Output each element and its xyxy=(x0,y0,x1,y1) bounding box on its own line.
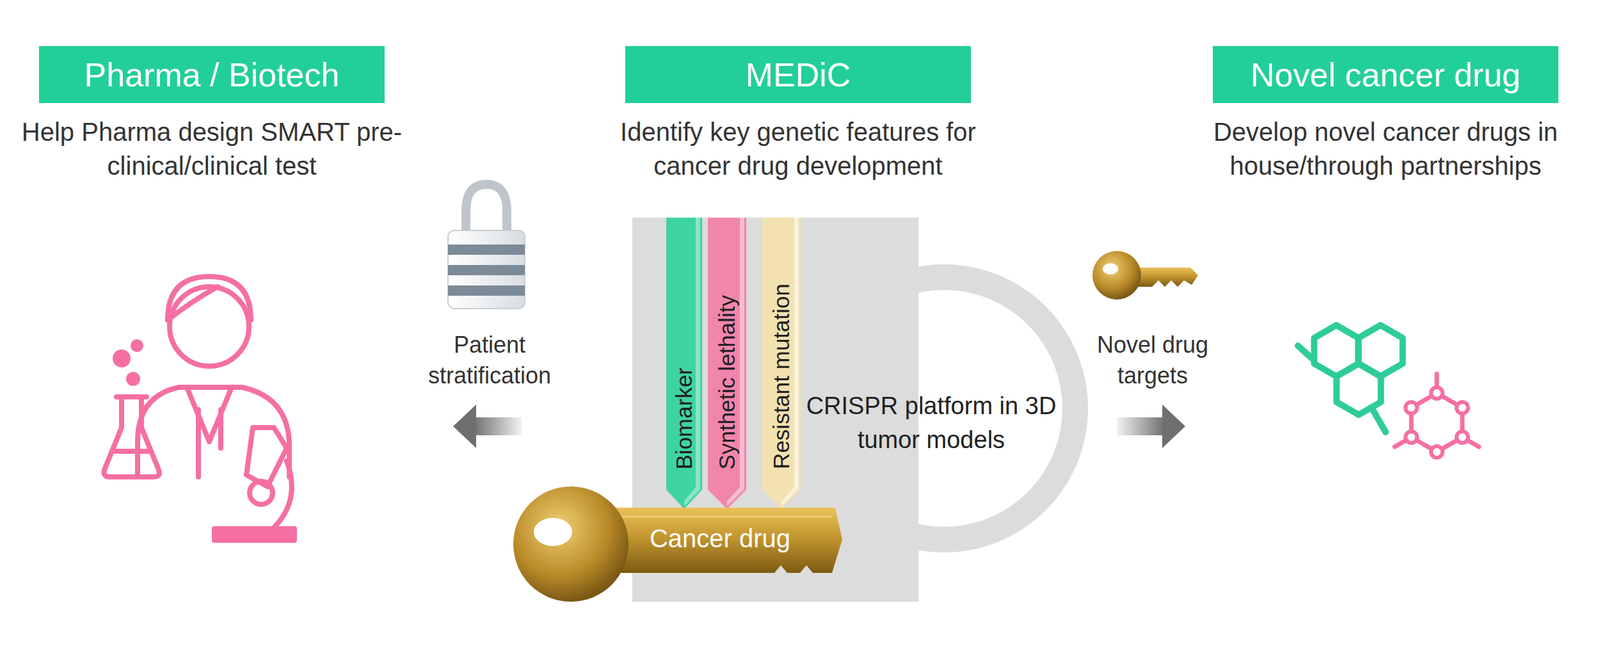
lock-body xyxy=(448,230,525,309)
hexagon-ring xyxy=(1411,392,1463,452)
bond xyxy=(1297,345,1312,359)
bar-fill xyxy=(707,217,747,509)
key-icon xyxy=(1092,250,1199,300)
key-shape: Cancer drug xyxy=(512,476,845,612)
collar xyxy=(186,387,232,442)
bubble xyxy=(115,352,128,365)
feature-bar: Resistant mutation xyxy=(762,217,801,509)
key-blade xyxy=(1132,267,1199,287)
arrow-head xyxy=(1162,404,1186,448)
microscope-stage xyxy=(249,481,273,505)
key-label: Cancer drug xyxy=(614,522,826,554)
microscope-tube xyxy=(246,427,287,487)
scientist-icon xyxy=(103,276,295,541)
header-subtitle: Help Pharma design SMART pre-clinical/cl… xyxy=(0,115,424,184)
header-band: MEDiCIdentify key genetic features for c… xyxy=(625,46,971,104)
atom xyxy=(1431,446,1443,458)
bar-label: Resistant mutation xyxy=(768,283,795,470)
bubble xyxy=(128,374,138,384)
key-hole xyxy=(1102,263,1119,275)
flask-liquid xyxy=(112,448,152,454)
platform-text: CRISPR platform in 3D tumor models xyxy=(803,389,1060,457)
bar-fill xyxy=(666,217,703,509)
arrow-shaft xyxy=(1116,417,1165,436)
header-title: MEDiC xyxy=(745,55,852,95)
body xyxy=(137,387,290,477)
arrow-shaft xyxy=(473,417,522,436)
bar-fill xyxy=(762,217,801,509)
arrow-label: Patient stratification xyxy=(400,329,580,391)
arrow-label: Novel drug targets xyxy=(1069,329,1236,391)
right-arrow xyxy=(1116,404,1186,448)
header-band: Pharma / BiotechHelp Pharma design SMART… xyxy=(39,46,385,104)
feature-bar: Biomarker xyxy=(666,217,703,509)
lock-stripe xyxy=(448,244,525,255)
head xyxy=(169,286,249,367)
bar-label: Biomarker xyxy=(671,367,697,470)
header-band: Novel cancer drugDevelop novel cancer dr… xyxy=(1212,46,1559,104)
left-arrow xyxy=(453,404,522,448)
atom xyxy=(1456,431,1469,443)
hexagon-ring xyxy=(1358,325,1403,377)
molecule-icons xyxy=(1297,325,1480,458)
coat xyxy=(198,409,221,477)
flask xyxy=(103,396,160,477)
feature-bar: Synthetic lethality xyxy=(707,217,747,509)
microscope-base xyxy=(214,528,295,541)
bar-label: Synthetic lethality xyxy=(714,295,740,470)
padlock-icon xyxy=(448,184,525,309)
shackle xyxy=(465,184,507,237)
atom xyxy=(1405,401,1417,414)
bubble xyxy=(133,341,141,350)
bond xyxy=(1372,409,1386,432)
atom xyxy=(1456,401,1469,414)
arrow-head xyxy=(453,404,477,448)
header-title: Pharma / Biotech xyxy=(84,55,340,95)
key-shine xyxy=(614,515,832,518)
key-head xyxy=(513,486,629,602)
key-head xyxy=(1092,250,1142,300)
microscope-arm xyxy=(275,460,292,527)
lock-stripe xyxy=(448,285,525,296)
atom xyxy=(1431,387,1443,399)
lock-stripe xyxy=(448,264,525,276)
key-blade xyxy=(608,507,843,573)
header-title: Novel cancer drug xyxy=(1250,55,1521,95)
key-hole xyxy=(533,517,573,546)
header-subtitle: Develop novel cancer drugs in house/thro… xyxy=(1180,115,1591,184)
atom xyxy=(1405,431,1417,443)
header-subtitle: Identify key genetic features for cancer… xyxy=(593,115,1003,184)
